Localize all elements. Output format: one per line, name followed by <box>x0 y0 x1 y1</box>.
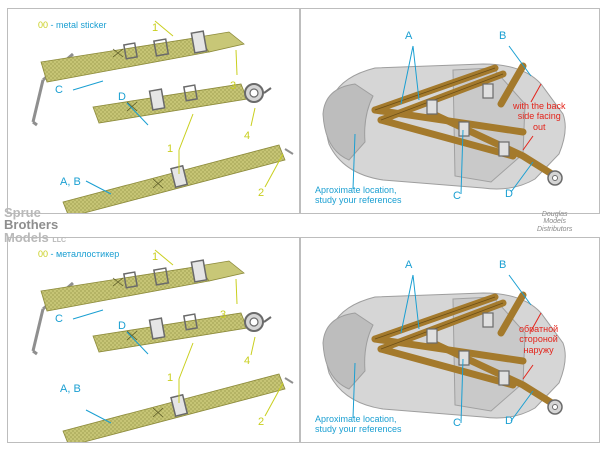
bottom-seat-label-a: A <box>405 259 413 271</box>
top-number-1b: 1 <box>167 143 174 155</box>
top-seat-label-d: D <box>505 188 513 200</box>
bottom-number-4: 4 <box>244 355 251 367</box>
bottom-location-note: Aproximate location,study your reference… <box>315 414 402 435</box>
top-seat-label-b: B <box>499 30 507 42</box>
top-legend: 00 - metal sticker <box>38 20 107 30</box>
top-number-3: 3 <box>230 80 237 92</box>
bottom-number-1b: 1 <box>167 372 174 384</box>
bottom-number-3: 3 <box>220 309 227 321</box>
bottom-label-d: D <box>118 320 126 332</box>
bottom-seat-label-b: B <box>499 259 507 271</box>
top-label-ab: A, B <box>60 176 81 188</box>
bottom-number-2: 2 <box>258 416 265 428</box>
top-straps-panel: 00 - metal sticker C D A, B 1 3 4 1 2 <box>7 8 300 214</box>
bottom-straps-panel: 00 - металлостикер C D A, B 1 3 4 1 2 <box>7 237 300 443</box>
top-label-c: C <box>55 84 63 96</box>
bottom-seat-label-d: D <box>505 415 513 427</box>
bottom-legend: 00 - металлостикер <box>38 249 120 259</box>
bottom-seat-label-c: C <box>453 417 461 429</box>
top-seat-label-a: A <box>405 30 413 42</box>
top-seat-label-c: C <box>453 190 461 202</box>
sprue-brothers-watermark: Sprue Brothers Models LLC <box>4 205 67 245</box>
bottom-label-c: C <box>55 313 63 325</box>
bottom-label-ab: A, B <box>60 383 81 395</box>
top-number-4: 4 <box>244 130 251 142</box>
bottom-straps-drawing <box>31 248 295 442</box>
top-number-2: 2 <box>258 187 265 199</box>
top-location-note: Aproximate location,study your reference… <box>315 185 402 206</box>
top-number-1a: 1 <box>152 22 159 34</box>
top-straps-drawing <box>31 19 295 213</box>
top-label-d: D <box>118 91 126 103</box>
bottom-number-1a: 1 <box>152 251 159 263</box>
